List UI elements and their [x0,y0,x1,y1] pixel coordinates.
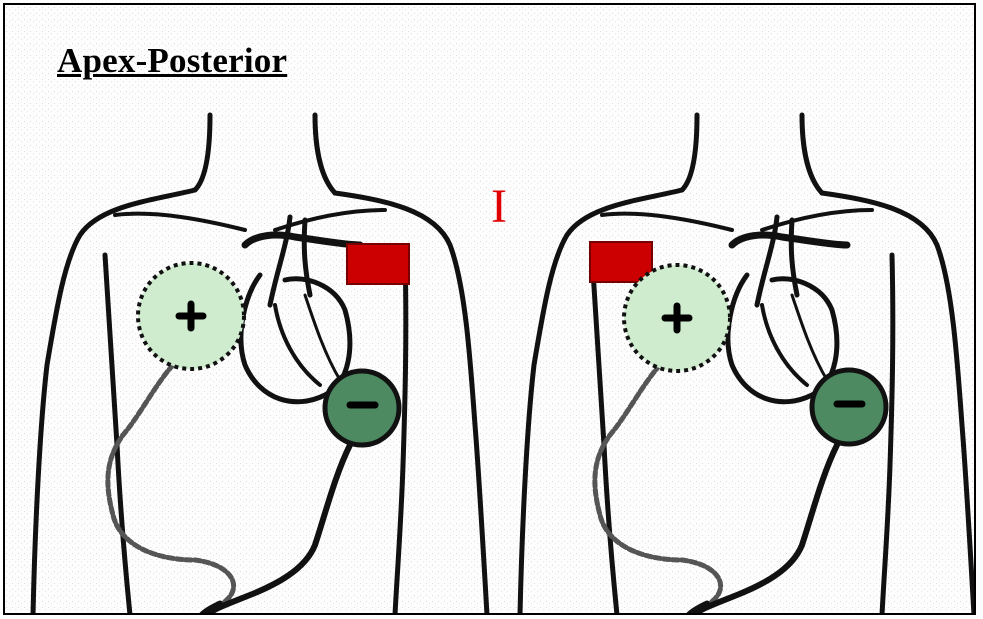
posterior-pad-right [590,242,652,282]
positive-electrode-right [624,265,730,371]
negative-electrode-right [812,370,886,444]
separator-label: I [491,183,507,231]
diagram-title: Apex-Posterior [57,41,287,81]
diagram-frame: Apex-Posterior I [3,3,976,615]
negative-electrode-left [325,371,399,445]
diagram-canvas [5,5,976,615]
posterior-pad-left [347,244,409,284]
positive-electrode-left [138,263,244,369]
